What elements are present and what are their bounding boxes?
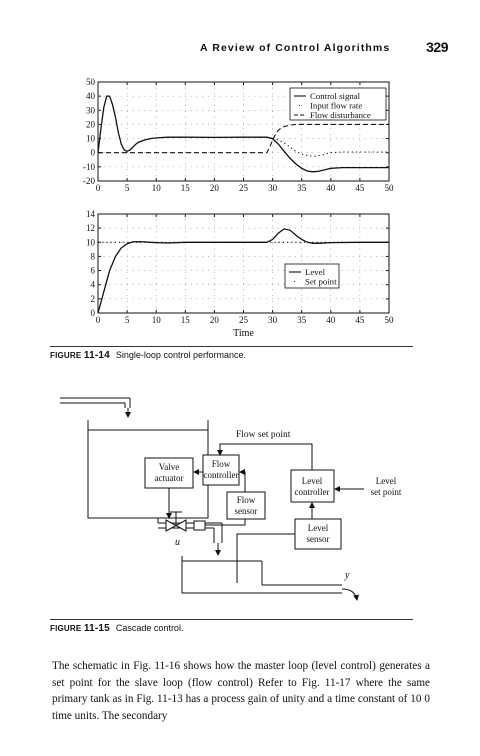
level-set-point-label-2: set point — [371, 487, 402, 497]
level-controller-label-2: controller — [295, 487, 330, 497]
y-tick-label: 40 — [86, 91, 96, 101]
y-tick-label: 12 — [86, 223, 95, 233]
caption-text: Cascade control. — [115, 623, 184, 633]
block-level-controller — [290, 469, 335, 503]
level-sensor-label-1: Level — [308, 523, 329, 533]
x-tick-label: 35 — [297, 183, 307, 193]
figure-label-number: 11-14 — [83, 350, 110, 361]
flow-sensor-label-2: sensor — [235, 506, 258, 516]
x-tick-label: 30 — [268, 315, 278, 325]
block-flow-controller — [202, 454, 240, 486]
lower-tank — [181, 556, 360, 601]
x-tick-label: 5 — [125, 315, 130, 325]
valve-icon — [165, 511, 187, 532]
legend-label: Set point — [305, 277, 337, 287]
x-axis-label: Time — [233, 328, 254, 339]
legend-box — [284, 263, 340, 289]
figure-11-14-caption: Figure 11-14 Single-loop control performa… — [50, 350, 246, 361]
x-tick-label: 25 — [239, 315, 249, 325]
legend-label: Input flow rate — [310, 101, 362, 111]
flow-controller-label-1: Flow — [212, 459, 231, 469]
flow-sensor-label-1: Flow — [237, 495, 256, 505]
y-tick-label: 14 — [86, 209, 96, 219]
legend-label: Control signal — [310, 91, 361, 101]
y-tick-label: 10 — [86, 134, 96, 144]
flow-meter-icon — [193, 520, 206, 531]
y-tick-label: 2 — [91, 294, 96, 304]
x-tick-label: 20 — [210, 183, 220, 193]
block-valve-actuator — [144, 457, 194, 489]
series-level — [97, 228, 389, 314]
figure-11-15-caption: Figure 11-15 Cascade control. — [50, 623, 183, 634]
valve-actuator-label-1: Valve — [159, 462, 180, 472]
series-flow-disturbance — [98, 123, 389, 154]
y-tick-label: -10 — [83, 162, 95, 172]
y-tick-label: 4 — [91, 280, 96, 290]
level-sensor-label-2: sensor — [307, 534, 330, 544]
figure-11-15-diagram: Flow set point Valve actuator Flow contr… — [60, 397, 402, 601]
y-tick-label: 10 — [86, 237, 96, 247]
flow-set-point-label: Flow set point — [236, 430, 291, 440]
legend-label: Flow disturbance — [310, 110, 371, 120]
x-tick-label: 20 — [210, 315, 220, 325]
y-tick-label: 8 — [91, 251, 96, 261]
level-controller-label-1: Level — [302, 476, 323, 486]
y-tick-label: 30 — [86, 105, 96, 115]
valve-actuator-label-2: actuator — [155, 473, 184, 483]
x-tick-label: 15 — [181, 315, 191, 325]
block-flow-sensor — [226, 491, 266, 520]
x-tick-label: 50 — [385, 315, 395, 325]
header-title: A Review of Control Algorithms — [200, 42, 391, 54]
x-tick-label: 40 — [326, 183, 336, 193]
flow-controller-label-2: controller — [204, 470, 239, 480]
page-number: 329 — [426, 39, 448, 55]
legend-box — [289, 87, 387, 121]
caption-rule-11-14 — [50, 346, 413, 347]
x-tick-label: 40 — [326, 315, 336, 325]
x-tick-label: 45 — [355, 183, 365, 193]
x-tick-label: 0 — [96, 183, 101, 193]
u-label: u — [175, 537, 180, 548]
y-label: y — [344, 570, 350, 581]
body-paragraph: The schematic in Fig. 11-16 shows how th… — [52, 660, 430, 722]
legend-label: Level — [305, 267, 326, 277]
x-tick-label: 0 — [96, 315, 101, 325]
x-tick-label: 50 — [385, 183, 395, 193]
block-level-sensor — [294, 518, 342, 550]
caption-text: Single-loop control performance. — [115, 350, 246, 360]
level-set-point-label-1: Level — [376, 476, 397, 486]
series-control-signal — [97, 95, 389, 173]
signal-lines — [166, 443, 364, 583]
x-tick-label: 30 — [268, 183, 278, 193]
caption-rule-11-15 — [50, 619, 413, 620]
x-tick-label: 10 — [152, 183, 162, 193]
x-tick-label: 35 — [297, 315, 307, 325]
y-tick-label: 6 — [91, 266, 96, 276]
y-tick-label: 50 — [86, 77, 96, 87]
x-tick-label: 45 — [355, 315, 365, 325]
running-header: A Review of Control Algorithms 329 — [200, 39, 448, 62]
x-tick-label: 15 — [181, 183, 191, 193]
x-tick-label: 10 — [152, 315, 162, 325]
plot-frame — [97, 213, 390, 314]
y-tick-label: -20 — [83, 176, 95, 186]
figure-label-prefix: Figure — [50, 351, 82, 360]
y-tick-label: 0 — [91, 148, 96, 158]
y-tick-label: 20 — [86, 119, 96, 129]
inflow-pipe — [60, 397, 131, 418]
x-tick-label: 25 — [239, 183, 249, 193]
figure-label-prefix: Figure — [50, 624, 82, 633]
series-input-flow-rate — [272, 138, 389, 157]
figure-label-number: 11-15 — [83, 623, 110, 634]
x-tick-label: 5 — [125, 183, 130, 193]
y-tick-label: 0 — [91, 308, 96, 318]
